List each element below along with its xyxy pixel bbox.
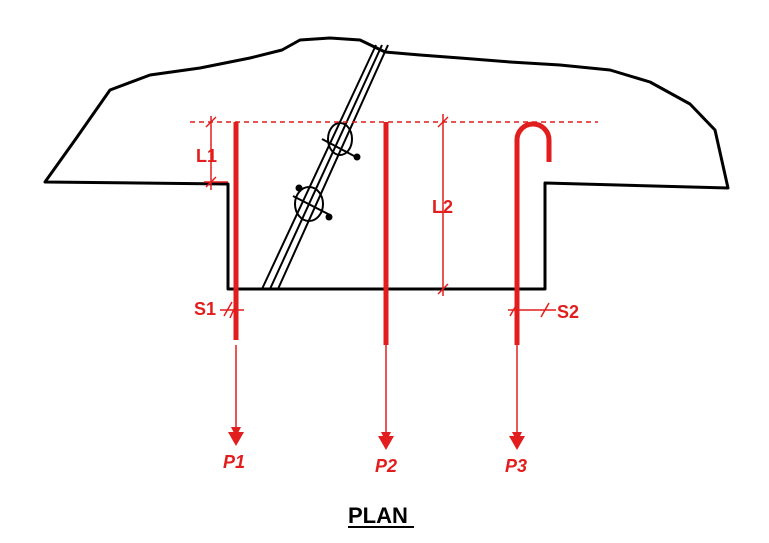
arrowhead-p3 (509, 436, 525, 450)
label-p1: P1 (223, 452, 245, 472)
circle-mark-1 (321, 122, 361, 161)
circle-mark-2 (292, 184, 333, 222)
dimension-l2 (437, 114, 449, 296)
label-s2: S2 (557, 302, 579, 322)
dimension-l1 (204, 116, 228, 190)
outline-shape (43, 36, 730, 291)
label-l1: L1 (196, 146, 217, 166)
label-s1: S1 (194, 299, 216, 319)
bar-p3-hook (514, 121, 552, 345)
dimension-s2 (508, 301, 556, 318)
arrowhead-p2 (378, 436, 394, 450)
inclined-feature (261, 44, 389, 290)
label-p3: P3 (505, 456, 527, 476)
label-l2: L2 (432, 197, 453, 217)
arrowhead-p1 (228, 432, 244, 446)
diagram-title: PLAN (348, 503, 408, 528)
dimension-s1 (220, 299, 244, 319)
label-p2: P2 (375, 456, 397, 476)
